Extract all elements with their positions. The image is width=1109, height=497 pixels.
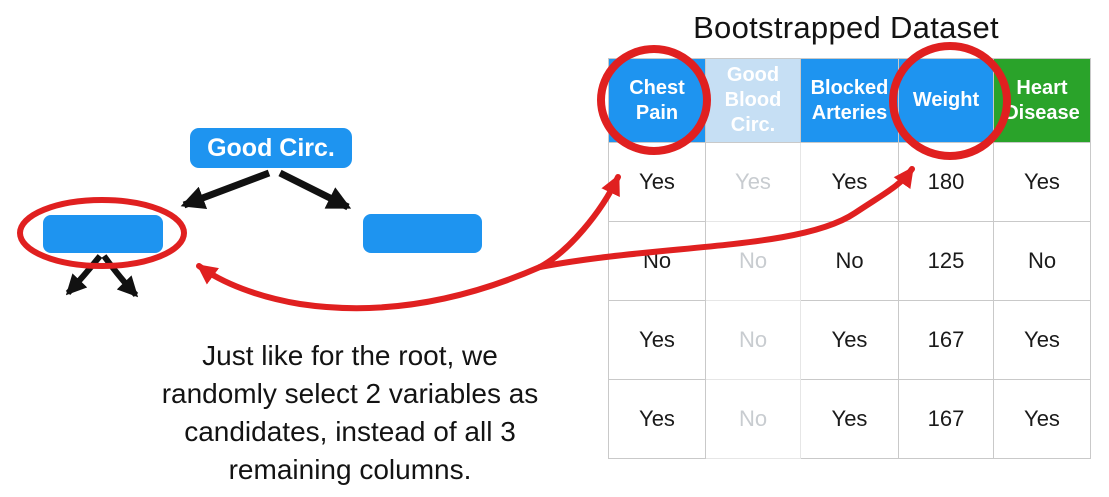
cell: Yes — [993, 142, 1091, 222]
candidate-arrow-to-chest-pain — [537, 174, 621, 270]
cell: Yes — [608, 300, 706, 380]
cell-faded: No — [705, 300, 801, 380]
cell: 180 — [898, 142, 994, 222]
caption-text: Just like for the root, we randomly sele… — [105, 337, 595, 489]
cell: No — [800, 221, 899, 301]
cell: 125 — [898, 221, 994, 301]
cell-faded: No — [705, 221, 801, 301]
column-header-good-blood-circ: Good Blood Circ. — [705, 58, 801, 143]
header-row: Chest Pain Good Blood Circ. Blocked Arte… — [608, 58, 1091, 143]
tree-stub-arrow-right — [101, 254, 139, 298]
tree-edge-arrow-left — [180, 169, 271, 210]
cell: No — [608, 221, 706, 301]
column-header-chest-pain: Chest Pain — [608, 58, 706, 143]
caption-line: randomly select 2 variables as — [161, 378, 539, 409]
cell: Yes — [800, 379, 899, 459]
cell: Yes — [608, 379, 706, 459]
cell: Yes — [800, 142, 899, 222]
tree-right-child-node — [363, 214, 482, 253]
column-header-heart-disease: Heart Disease — [993, 58, 1091, 143]
tree-root-label: Good Circ. — [207, 134, 335, 162]
tree-root-node: Good Circ. — [190, 128, 352, 168]
cell: 167 — [898, 379, 994, 459]
table-row: Yes No Yes 167 Yes — [608, 379, 1091, 459]
tree-stub-arrow-left — [65, 254, 103, 296]
candidate-arrow-to-node — [196, 263, 543, 312]
cell: No — [993, 221, 1091, 301]
cell: Yes — [993, 379, 1091, 459]
table-title: Bootstrapped Dataset — [693, 10, 999, 45]
bootstrapped-dataset-table: Chest Pain Good Blood Circ. Blocked Arte… — [608, 58, 1091, 459]
caption-line: remaining columns. — [228, 454, 472, 485]
caption-line: Just like for the root, we — [202, 340, 498, 371]
cell-faded: Yes — [705, 142, 801, 222]
cell-faded: No — [705, 379, 801, 459]
caption-line: candidates, instead of all 3 — [184, 416, 516, 447]
table-row: Yes Yes Yes 180 Yes — [608, 142, 1091, 222]
cell: 167 — [898, 300, 994, 380]
table-row: Yes No Yes 167 Yes — [608, 300, 1091, 380]
tree-edge-arrow-right — [278, 169, 352, 211]
cell: Yes — [993, 300, 1091, 380]
column-header-weight: Weight — [898, 58, 994, 143]
tree-left-child-node — [43, 215, 163, 253]
table-row: No No No 125 No — [608, 221, 1091, 301]
column-header-blocked-arteries: Blocked Arteries — [800, 58, 899, 143]
cell: Yes — [608, 142, 706, 222]
cell: Yes — [800, 300, 899, 380]
